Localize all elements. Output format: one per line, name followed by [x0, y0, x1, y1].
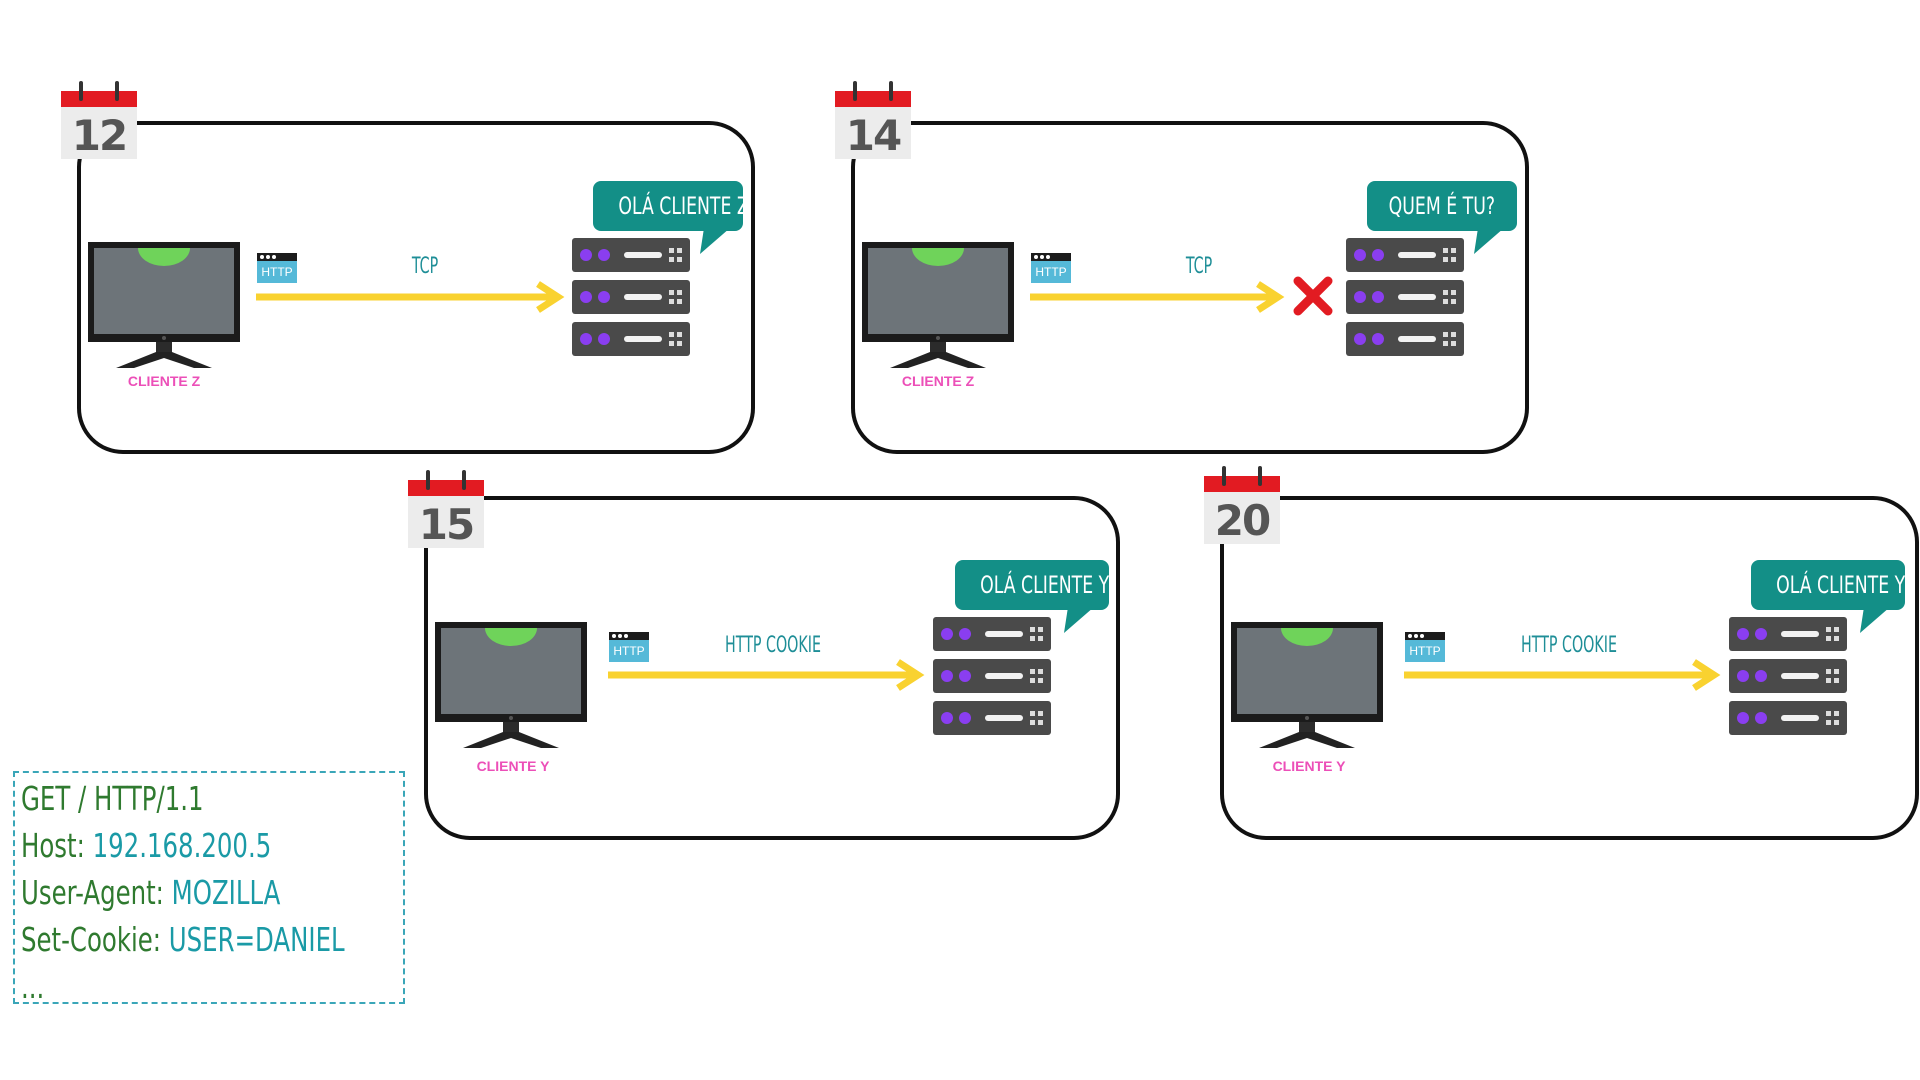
server-icon: [1729, 617, 1847, 735]
monitor-icon: [88, 242, 240, 368]
calendar-icon: 12: [61, 81, 137, 160]
calendar-day: 14: [845, 111, 902, 160]
monitor-icon: [1231, 622, 1383, 748]
server-icon: [933, 617, 1051, 735]
http-browser-icon: HTTP: [257, 253, 297, 283]
calendar-icon: 14: [835, 81, 911, 160]
server-response-bubble: OLÁ CLIENTE Z: [593, 181, 749, 231]
calendar-day: 20: [1214, 496, 1271, 545]
bubble-tail: [700, 228, 730, 254]
client-label: CLIENTE Z: [901, 373, 975, 389]
bubble-text: QUEM É TU?: [1388, 192, 1496, 220]
request-arrow: [1404, 659, 1721, 691]
protocol-label: HTTP COOKIE: [725, 633, 821, 658]
request-arrow: [1030, 281, 1285, 313]
monitor-icon: [862, 242, 1014, 368]
client-label: CLIENTE Z: [127, 373, 201, 389]
request-user-agent-header: User-Agent: MOZILLA: [21, 873, 281, 912]
request-ellipsis: ...: [21, 967, 45, 1006]
bubble-tail: [1860, 607, 1890, 633]
request-cookie-header: Set-Cookie: USER=DANIEL: [21, 920, 345, 959]
server-response-bubble: OLÁ CLIENTE Y: [1751, 560, 1905, 610]
bubble-text: OLÁ CLIENTE Z: [618, 192, 749, 220]
calendar-day: 15: [418, 500, 475, 549]
server-response-bubble: QUEM É TU?: [1367, 181, 1517, 231]
request-arrow: [608, 659, 925, 691]
protocol-label: TCP: [411, 254, 439, 279]
request-line: GET / HTTP/1.1: [21, 779, 204, 818]
bubble-tail: [1064, 607, 1094, 633]
client-label: CLIENTE Y: [476, 758, 550, 774]
protocol-label: HTTP COOKIE: [1521, 633, 1617, 658]
server-response-bubble: OLÁ CLIENTE Y: [955, 560, 1109, 610]
http-browser-icon: HTTP: [1405, 632, 1445, 662]
http-browser-icon: HTTP: [609, 632, 649, 662]
rejected-x-icon: [1293, 276, 1333, 316]
protocol-label: TCP: [1185, 254, 1213, 279]
calendar-icon: 15: [408, 470, 484, 549]
server-icon: [572, 238, 690, 356]
request-host-header: Host: 192.168.200.5: [21, 826, 272, 865]
bubble-text: OLÁ CLIENTE Y: [980, 571, 1110, 599]
bubble-text: OLÁ CLIENTE Y: [1776, 571, 1906, 599]
calendar-day: 12: [71, 111, 128, 160]
http-request-box: GET / HTTP/1.1 Host: 192.168.200.5 User-…: [13, 771, 405, 1006]
server-icon: [1346, 238, 1464, 356]
bubble-tail: [1474, 228, 1504, 254]
calendar-icon: 20: [1204, 466, 1280, 545]
monitor-icon: [435, 622, 587, 748]
request-arrow: [256, 281, 565, 313]
http-browser-icon: HTTP: [1031, 253, 1071, 283]
client-label: CLIENTE Y: [1272, 758, 1346, 774]
